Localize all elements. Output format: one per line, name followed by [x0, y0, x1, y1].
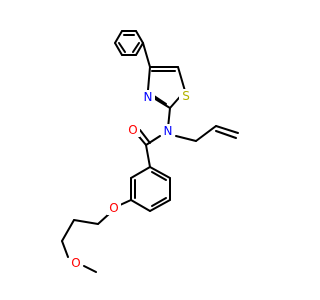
- bond: [142, 42, 151, 68]
- double-bond: [132, 42, 140, 53]
- bond: [130, 199, 151, 212]
- carbonyl-oxygen-label: O: [128, 123, 137, 137]
- bond: [130, 166, 151, 179]
- bond: [97, 213, 110, 225]
- label-bg: [141, 90, 155, 104]
- bond: [149, 199, 171, 212]
- label-bg: [179, 89, 193, 103]
- thiazole-nitrogen-label: N: [144, 90, 153, 104]
- double-bond: [139, 129, 151, 144]
- double-bond: [118, 42, 126, 53]
- bond: [149, 166, 171, 179]
- bond: [114, 30, 123, 44]
- phenyl-ring: [114, 30, 144, 56]
- label-bg: [161, 124, 175, 138]
- bond: [83, 265, 97, 273]
- structure-svg: O N N S O O: [61, 30, 239, 273]
- bond: [61, 240, 69, 258]
- bond: [135, 30, 144, 44]
- label-bg: [69, 256, 83, 270]
- molecule-diagram: O N N S O O: [61, 30, 239, 273]
- double-bond: [215, 130, 237, 139]
- double-bond: [153, 95, 167, 105]
- bond: [215, 125, 239, 134]
- double-bond: [151, 171, 167, 181]
- bond: [147, 66, 151, 91]
- bond: [145, 144, 151, 168]
- amide-nitrogen-label: N: [164, 124, 173, 138]
- bond: [61, 219, 75, 242]
- bond: [195, 125, 217, 142]
- double-bond: [151, 197, 167, 207]
- methoxy-oxygen-label: O: [71, 256, 80, 270]
- ether-oxygen-label: O: [109, 201, 118, 215]
- bond: [175, 135, 197, 142]
- bond: [114, 42, 123, 56]
- label-bg: [107, 201, 121, 215]
- thiazole-sulfur-label: S: [182, 89, 190, 103]
- bond: [73, 219, 99, 225]
- bond: [119, 199, 132, 206]
- bond: [145, 135, 161, 146]
- label-bg: [126, 123, 140, 137]
- benzene-ring: [130, 166, 171, 212]
- bond: [135, 42, 144, 56]
- bond: [177, 66, 186, 92]
